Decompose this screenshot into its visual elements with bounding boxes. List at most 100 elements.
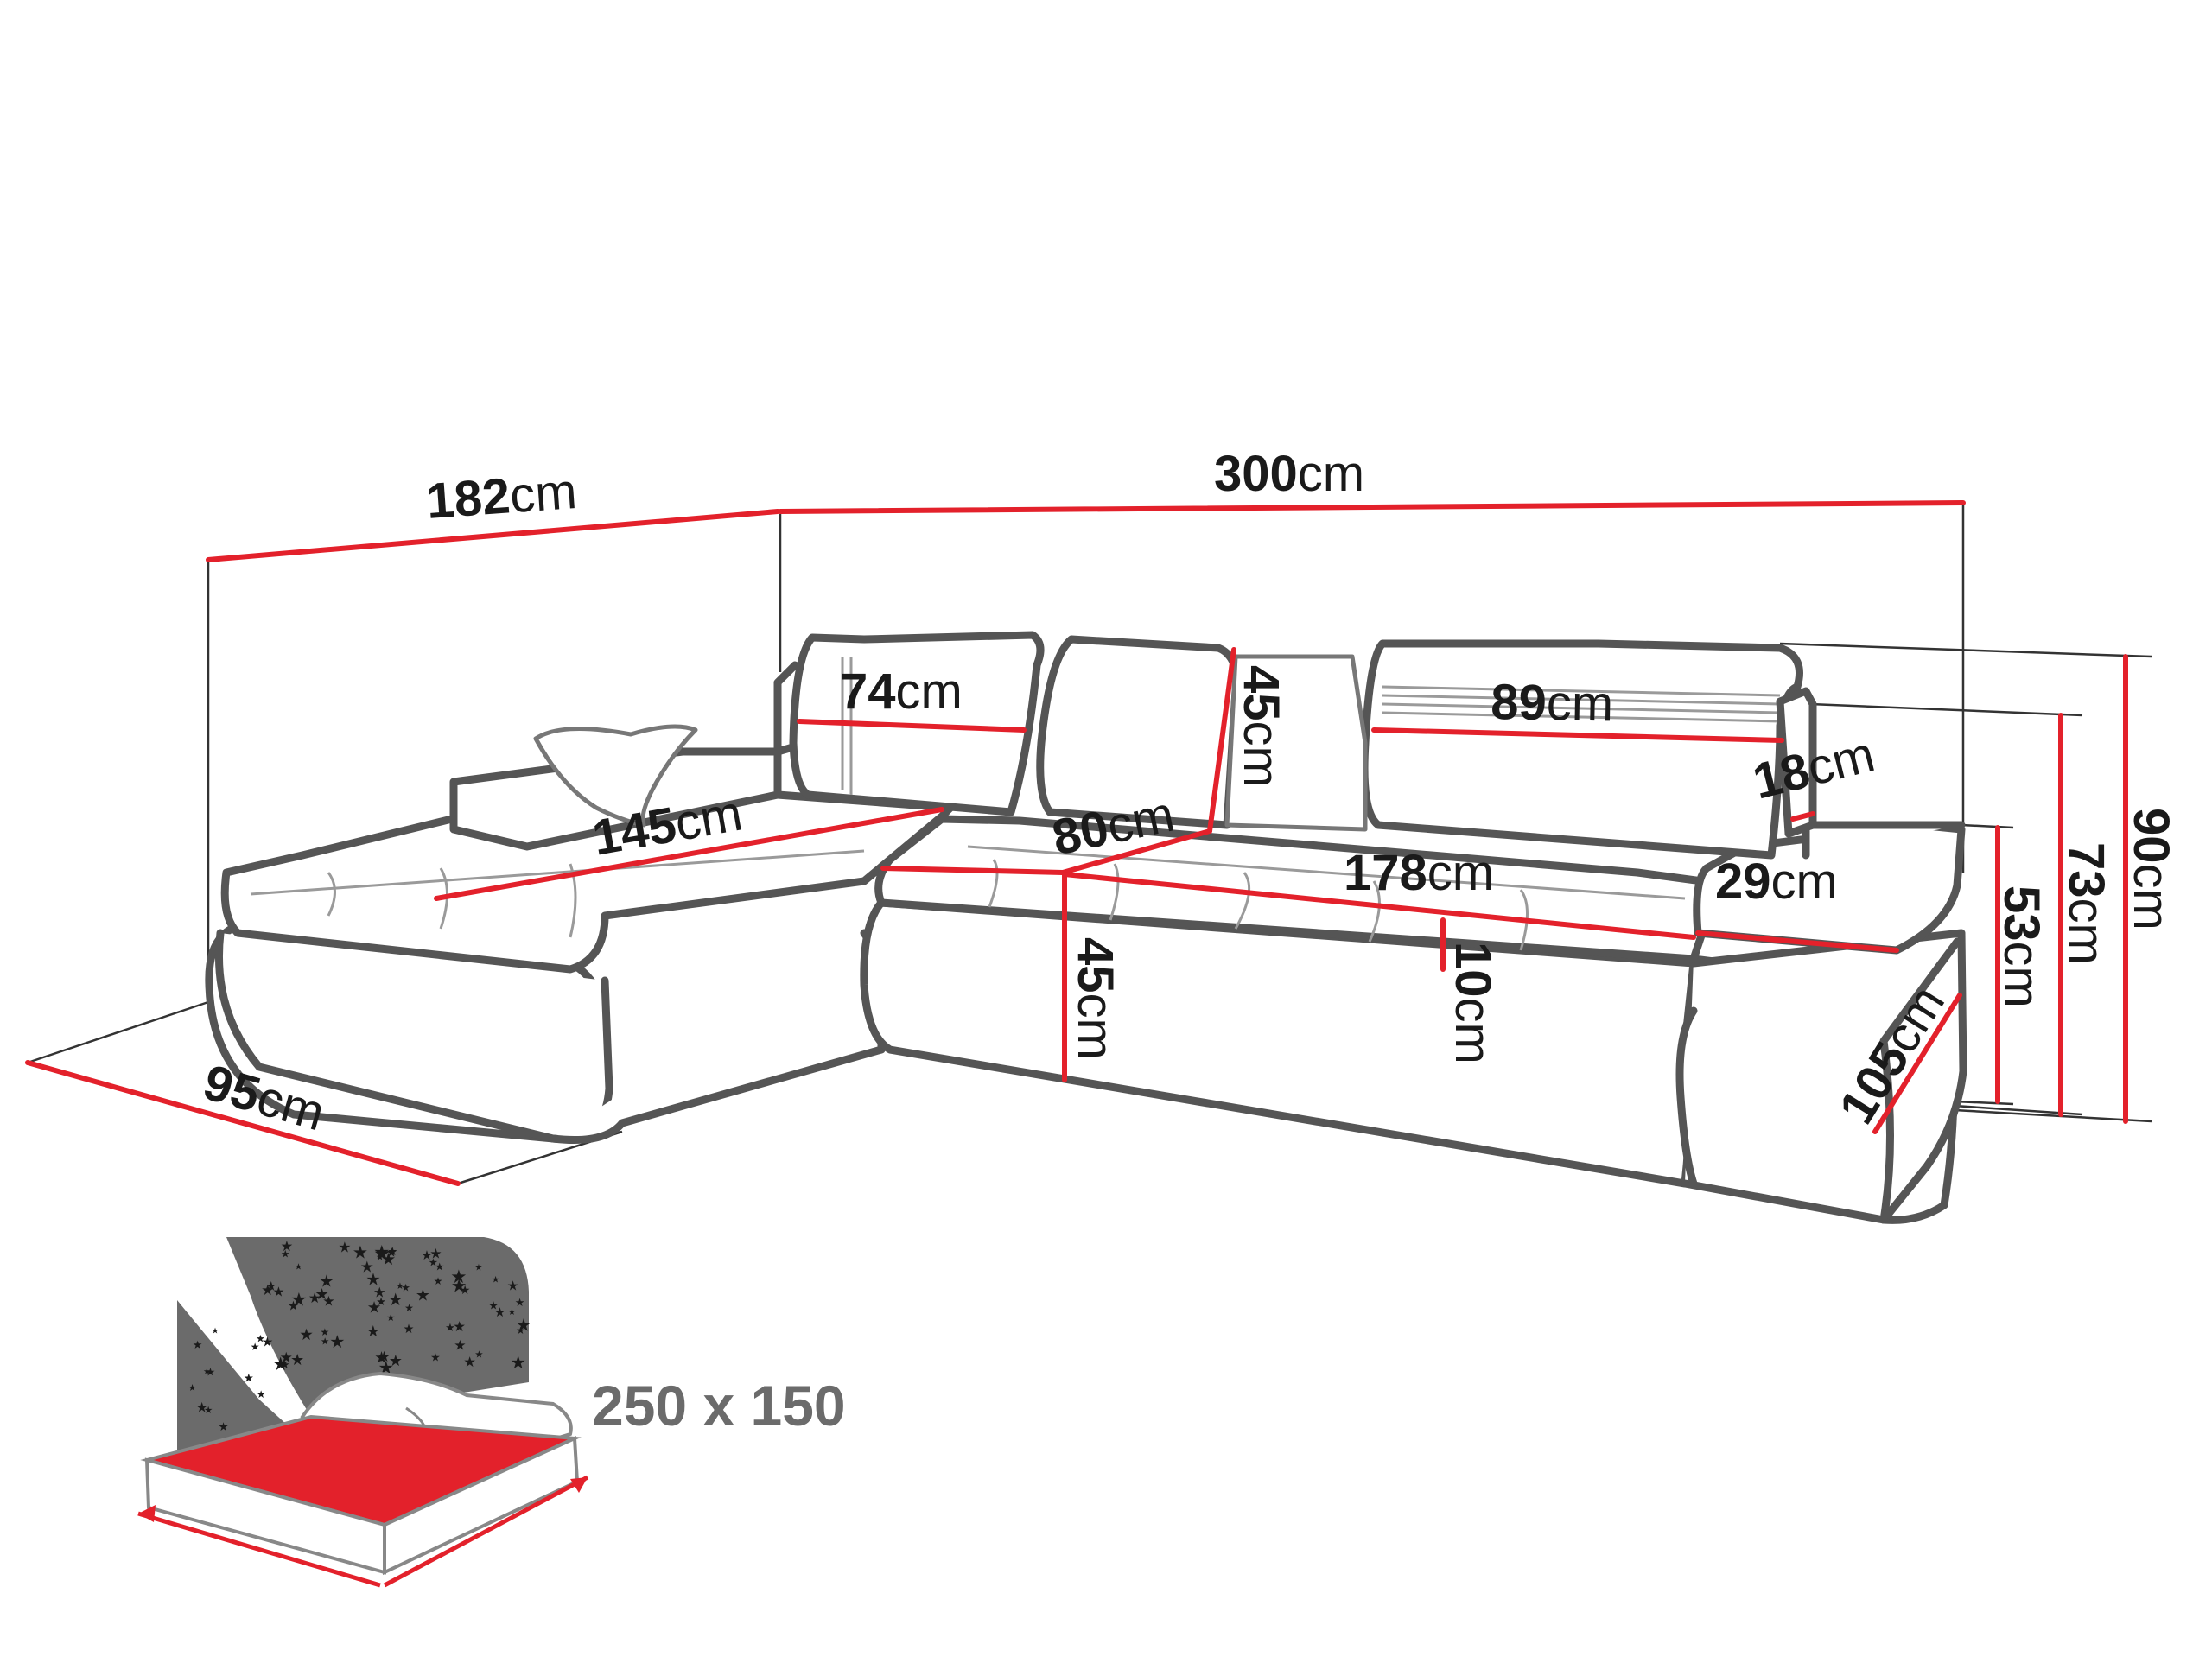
bed-with-stars-icon: ★★★★★★★★★★★★★★★★★★★★★★★★★★★★★★★★★★★★★★★★… xyxy=(137,1237,846,1588)
star-icon: ★ xyxy=(401,1282,410,1294)
dim-line-74 xyxy=(797,719,1027,733)
dim-line-105 xyxy=(1872,993,1962,1134)
dimension-lines xyxy=(25,500,2128,1186)
star-icon: ★ xyxy=(386,1247,397,1260)
star-icon: ★ xyxy=(460,1284,471,1298)
star-icon: ★ xyxy=(421,1249,432,1263)
star-icon: ★ xyxy=(373,1241,390,1262)
label-73: 73cm xyxy=(2058,842,2114,965)
star-icon: ★ xyxy=(430,1350,440,1363)
star-icon: ★ xyxy=(204,1406,213,1416)
dim-line-182 xyxy=(206,509,780,562)
bed-size-label: 250 x 150 xyxy=(592,1374,846,1438)
star-icon: ★ xyxy=(290,1290,307,1311)
star-icon: ★ xyxy=(451,1277,467,1297)
star-icon: ★ xyxy=(206,1365,216,1378)
dim-line-89 xyxy=(1371,727,1784,743)
star-icon: ★ xyxy=(376,1295,386,1308)
star-icon: ★ xyxy=(429,1247,442,1262)
label-300: 300cm xyxy=(1214,446,1364,502)
star-icon: ★ xyxy=(321,1326,330,1338)
star-icon: ★ xyxy=(445,1321,455,1334)
star-icon: ★ xyxy=(280,1358,290,1371)
star-icon: ★ xyxy=(196,1401,208,1416)
star-icon: ★ xyxy=(329,1333,345,1352)
dim-line-300 xyxy=(778,500,1966,514)
star-icon: ★ xyxy=(507,1279,519,1294)
label-90: 90cm xyxy=(2123,808,2179,930)
star-icon: ★ xyxy=(381,1250,396,1269)
star-icon: ★ xyxy=(488,1299,498,1312)
label-53: 53cm xyxy=(1993,885,2050,1008)
star-icon: ★ xyxy=(367,1298,382,1317)
star-icon: ★ xyxy=(257,1388,266,1400)
star-icon: ★ xyxy=(280,1349,293,1366)
extension-lines xyxy=(27,503,2152,1185)
star-icon: ★ xyxy=(378,1349,391,1365)
star-icon: ★ xyxy=(338,1238,351,1255)
star-icon: ★ xyxy=(429,1256,438,1268)
star-icon: ★ xyxy=(511,1354,526,1373)
dim-line-95 xyxy=(25,1060,461,1186)
star-icon: ★ xyxy=(434,1275,443,1287)
star-icon: ★ xyxy=(373,1285,386,1301)
star-icon: ★ xyxy=(360,1259,374,1276)
star-icon: ★ xyxy=(516,1324,525,1336)
star-icon: ★ xyxy=(281,1247,290,1260)
dim-line-seat-front xyxy=(880,866,1065,875)
label-182: 182cm xyxy=(424,463,578,530)
star-icon: ★ xyxy=(281,1239,294,1254)
star-icon: ★ xyxy=(219,1420,229,1433)
label-45-seat: 45cm xyxy=(1067,937,1123,1060)
star-icon: ★ xyxy=(365,1271,380,1290)
star-icon: ★ xyxy=(295,1263,302,1273)
star-icon: ★ xyxy=(374,1348,389,1366)
label-80: 80cm xyxy=(1047,786,1179,866)
star-icon: ★ xyxy=(212,1327,219,1336)
star-icon: ★ xyxy=(322,1294,334,1310)
star-icon: ★ xyxy=(188,1383,197,1393)
star-icon: ★ xyxy=(262,1335,274,1349)
label-45-head: 45cm xyxy=(1233,665,1289,788)
star-icon: ★ xyxy=(308,1290,321,1306)
star-icon: ★ xyxy=(450,1266,467,1287)
star-icon: ★ xyxy=(272,1353,289,1374)
star-icon: ★ xyxy=(404,1323,415,1336)
star-icon: ★ xyxy=(299,1325,314,1343)
star-icon: ★ xyxy=(435,1260,444,1273)
star-icon: ★ xyxy=(508,1308,516,1317)
star-icon: ★ xyxy=(453,1318,466,1335)
star-icon: ★ xyxy=(474,1263,482,1273)
star-icon: ★ xyxy=(290,1351,304,1368)
star-icon: ★ xyxy=(404,1302,414,1314)
star-icon: ★ xyxy=(376,1253,385,1263)
star-icon: ★ xyxy=(474,1349,483,1361)
star-icon: ★ xyxy=(193,1338,203,1351)
star-icon: ★ xyxy=(288,1299,299,1314)
sofa-body xyxy=(205,631,1967,1224)
star-icon: ★ xyxy=(244,1371,254,1384)
star-icon: ★ xyxy=(389,1352,403,1369)
star-icon: ★ xyxy=(516,1316,531,1335)
dim-line-45-head xyxy=(1207,647,1236,834)
star-icon: ★ xyxy=(454,1338,466,1353)
star-icon: ★ xyxy=(387,1245,397,1258)
star-icon: ★ xyxy=(353,1243,368,1263)
label-10: 10cm xyxy=(1445,942,1501,1064)
label-29: 29cm xyxy=(1715,854,1838,910)
dim-line-80 xyxy=(1060,828,1212,875)
star-icon: ★ xyxy=(492,1276,499,1285)
label-178: 178cm xyxy=(1344,845,1494,901)
star-icon: ★ xyxy=(366,1323,380,1340)
star-icon: ★ xyxy=(273,1285,285,1299)
star-icon: ★ xyxy=(321,1336,329,1348)
star-icon: ★ xyxy=(315,1285,329,1303)
star-icon: ★ xyxy=(203,1368,210,1376)
star-icon: ★ xyxy=(261,1282,274,1298)
star-icon: ★ xyxy=(319,1272,334,1291)
star-icon: ★ xyxy=(515,1296,524,1309)
star-icon: ★ xyxy=(388,1291,404,1310)
star-icon: ★ xyxy=(416,1286,430,1304)
dimension-labels: 182cm 300cm 95cm 74cm 45cm 89cm 18cm 145… xyxy=(197,446,2179,1142)
